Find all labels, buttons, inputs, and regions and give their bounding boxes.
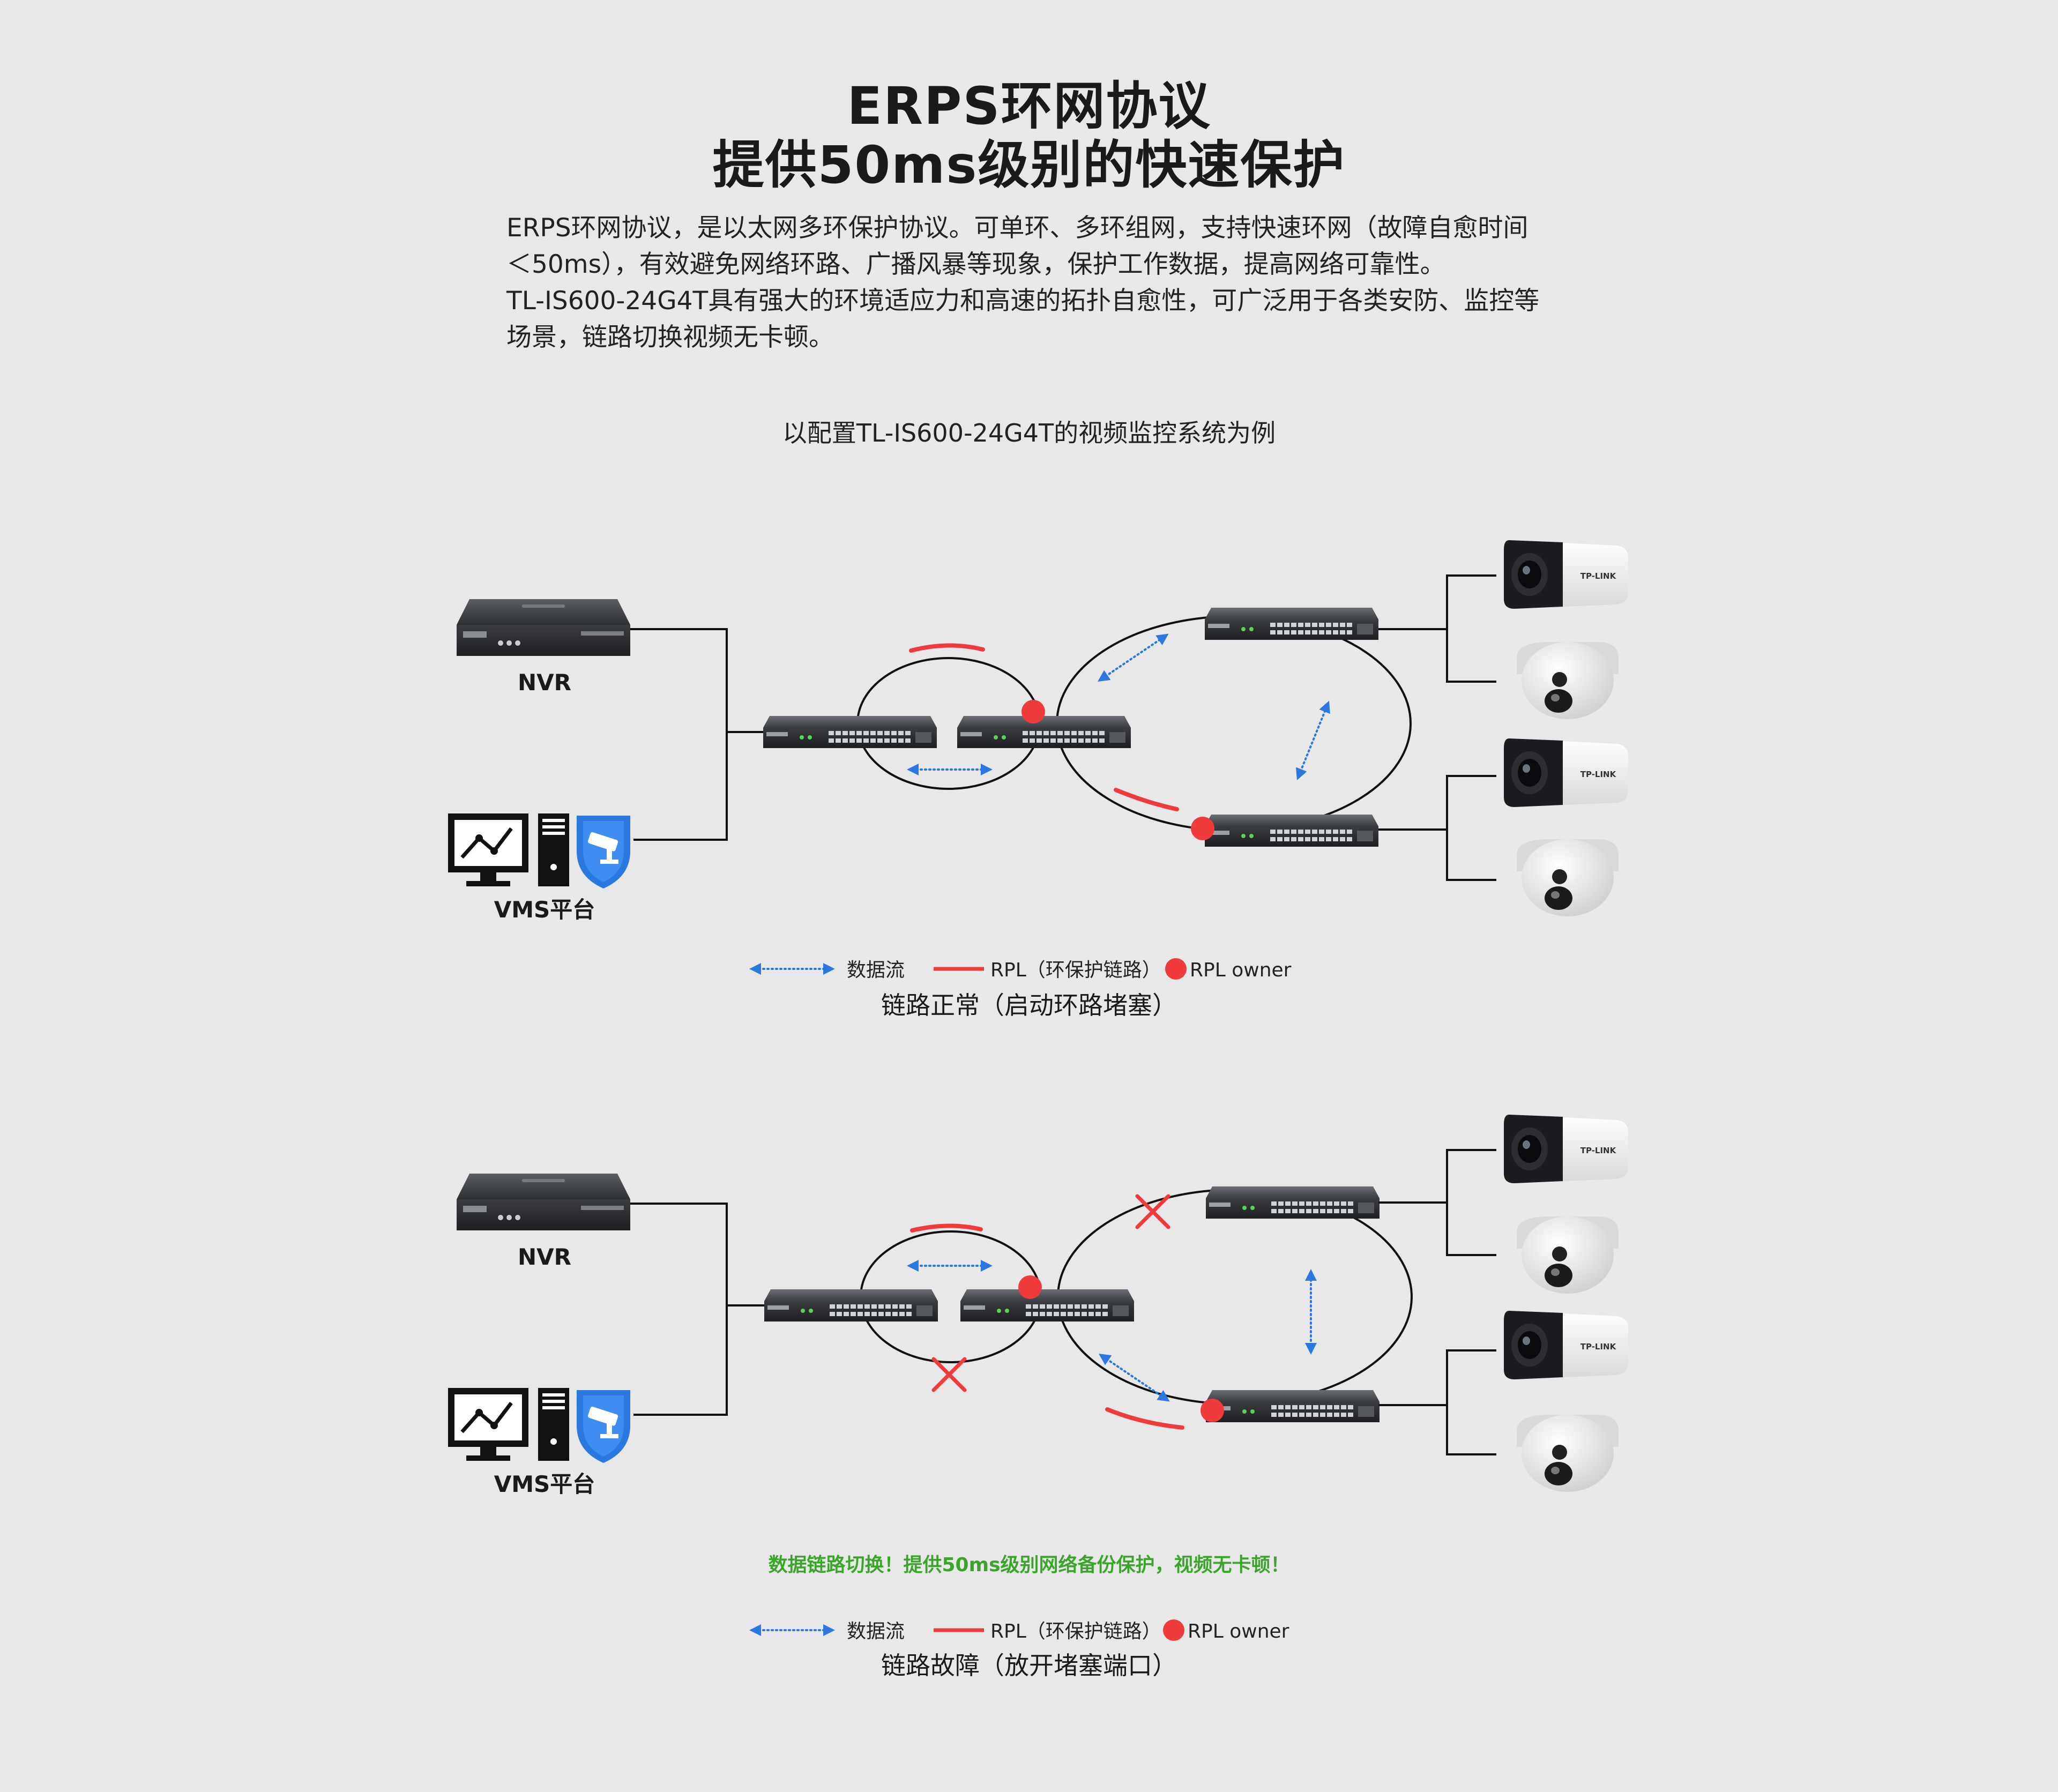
switch-a	[764, 1289, 938, 1321]
legend-rpl: RPL（环保护链路）	[990, 959, 1161, 981]
wire	[630, 1203, 728, 1416]
data-flow-arrow	[1290, 697, 1336, 784]
switch-d	[1206, 1390, 1380, 1422]
bullet-camera: TP-LINK	[1504, 1115, 1628, 1183]
data-flow-arrow	[906, 763, 994, 776]
vms-label: VMS平台	[494, 1471, 595, 1497]
camera-brand: TP-LINK	[1580, 1146, 1617, 1155]
description-line: 场景，链路切换视频无卡顿。	[506, 323, 834, 352]
vms-label: VMS平台	[494, 897, 595, 923]
legend-rpl-owner: RPL owner	[1188, 1621, 1289, 1642]
page-title-line1: ERPS环网协议	[847, 76, 1211, 136]
vms-platform-icon	[448, 813, 630, 888]
rpl-arc	[1105, 1407, 1184, 1430]
rpl-arc	[1114, 788, 1179, 811]
data-flow-arrow	[1094, 1347, 1174, 1408]
wire	[1446, 1349, 1496, 1455]
dome-camera	[1517, 1415, 1619, 1492]
dome-camera	[1517, 1216, 1619, 1294]
description-line: TL-IS600-24G4T具有强大的环境适应力和高速的拓扑自愈性，可广泛用于各…	[506, 286, 1540, 316]
rpl-owner-dot	[1191, 817, 1214, 840]
description-line: ＜50ms），有效避免网络环路、广播风暴等现象，保护工作数据，提高网络可靠性。	[506, 250, 1445, 279]
legend-rpl-owner: RPL owner	[1190, 959, 1292, 981]
diagram-subtitle: 以配置TL-IS600-24G4T的视频监控系统为例	[782, 419, 1276, 447]
nvr-device	[457, 599, 630, 656]
rpl-arc	[910, 1223, 983, 1233]
switch-b	[957, 716, 1131, 748]
wire	[630, 628, 728, 841]
legend-data-flow: 数据流	[847, 959, 905, 981]
data-flow-arrow	[906, 1259, 994, 1273]
bullet-camera: TP-LINK	[1504, 540, 1628, 609]
rpl-arc	[909, 643, 985, 653]
data-flow-arrow	[1093, 628, 1173, 688]
bullet-camera: TP-LINK	[1504, 738, 1628, 807]
wire	[1446, 1149, 1496, 1256]
description-line: ERPS环网协议，是以太网多环保护协议。可单环、多环组网，支持快速环网（故障自愈…	[506, 213, 1528, 243]
legend-rpl-owner-icon	[1165, 958, 1187, 980]
link-failure-mark	[1135, 1194, 1170, 1229]
switch-d	[1205, 815, 1378, 847]
legend-rpl: RPL（环保护链路）	[990, 1621, 1161, 1642]
link-failure-mark	[931, 1357, 967, 1392]
camera-brand: TP-LINK	[1580, 1342, 1617, 1352]
diagram2-caption: 链路故障（放开堵塞端口）	[881, 1651, 1177, 1680]
camera-brand: TP-LINK	[1580, 571, 1617, 581]
bullet-camera: TP-LINK	[1504, 1311, 1628, 1379]
switch-c	[1206, 1186, 1380, 1219]
switch-b	[960, 1289, 1134, 1321]
nvr-label: NVR	[518, 1244, 571, 1270]
vms-platform-icon	[448, 1388, 630, 1463]
data-flow-arrow	[1304, 1268, 1318, 1356]
wire	[1446, 574, 1496, 683]
page-title-line2: 提供50ms级别的快速保护	[712, 135, 1346, 195]
diagram-failure: NVR VMS平台	[448, 1115, 1628, 1680]
camera-brand: TP-LINK	[1580, 770, 1617, 779]
legend-data-flow-icon	[748, 962, 836, 976]
description: ERPS环网协议，是以太网多环保护协议。可单环、多环组网，支持快速环网（故障自愈…	[506, 210, 1557, 356]
switchover-note: 数据链路切换！提供50ms级别网络备份保护，视频无卡顿！	[768, 1554, 1289, 1576]
rpl-owner-dot	[1018, 1275, 1042, 1299]
nvr-device	[457, 1174, 630, 1230]
diagram-normal: NVR VMS平台 TP-LINK	[448, 540, 1628, 1020]
dome-camera	[1517, 642, 1619, 719]
dome-camera	[1517, 839, 1619, 916]
rpl-owner-dot	[1200, 1399, 1224, 1422]
nvr-label: NVR	[518, 669, 571, 696]
switch-c	[1205, 608, 1378, 640]
legend-data-flow-icon	[748, 1623, 836, 1637]
switch-a	[763, 716, 937, 748]
rpl-owner-dot	[1021, 700, 1045, 723]
legend-data-flow: 数据流	[847, 1621, 905, 1642]
wire	[1446, 775, 1496, 881]
legend-rpl-owner-icon	[1163, 1619, 1184, 1641]
diagram1-caption: 链路正常（启动环路堵塞）	[881, 991, 1177, 1020]
